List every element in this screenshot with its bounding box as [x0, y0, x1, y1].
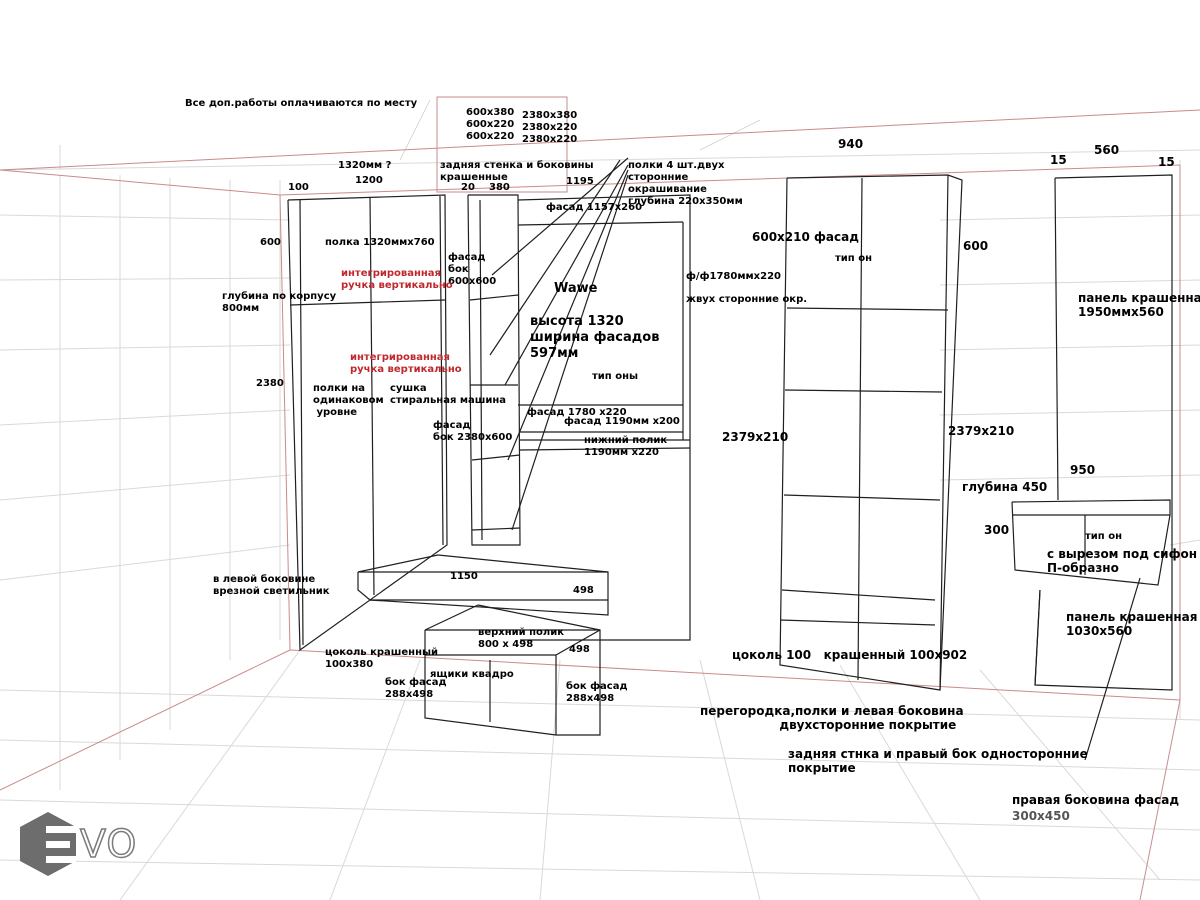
drawers-quadro: ящики квадро	[430, 669, 514, 680]
facade-1190: фасад 1190мм х200	[564, 416, 680, 427]
shelves-note: полки 4 шт.двух сторонние окрашивание гл…	[628, 160, 743, 207]
facade-side-600: фасад бок 600х600	[448, 252, 497, 287]
dim-1150: 1150	[450, 571, 478, 582]
dim-300x450: 300х450	[1012, 809, 1070, 823]
dim-100-top: 100	[288, 182, 309, 193]
plinth-100: цоколь 100 крашенный 100х902	[732, 648, 968, 662]
dim-1200: 1200	[355, 175, 383, 186]
evo-logo-mark	[20, 812, 76, 876]
dim-20: 20	[461, 182, 475, 193]
dim-600-left: 600	[260, 237, 281, 248]
room-grid	[0, 99, 1200, 900]
dryer-washer: сушка стиральная машина	[390, 383, 507, 406]
payment-note: Все доп.работы оплачиваются по месту	[185, 98, 418, 109]
two-side-ok: жвух сторонние окр.	[686, 294, 808, 305]
room-outline	[0, 96, 1200, 900]
handle-vertical-2: интегрированная ручка вертикально	[350, 352, 462, 375]
right-side-facade: правая боковина фасад	[1012, 793, 1180, 807]
dim-15-b: 15	[1158, 155, 1175, 169]
dim-1195: 1195	[566, 176, 594, 187]
facade-side-2380: фасад бок 2380х600	[433, 420, 513, 443]
depth-body: глубина по корпусу 800мм	[222, 291, 337, 314]
panel-1950: панель крашенная 1950ммх560	[1078, 291, 1200, 319]
evo-logo: VO	[20, 810, 160, 880]
dim-498-b: 498	[569, 644, 590, 655]
lower-shelf: нижний полик 1190мм х220	[584, 435, 668, 458]
type-on-2: тип он	[1085, 531, 1122, 542]
dim-940: 940	[838, 137, 864, 151]
type-on-1: тип он	[835, 253, 872, 264]
box-sizes-right: 2380x380 2380x220 2380x220	[522, 110, 578, 145]
shelf-1320: полка 1320ммх760	[325, 237, 435, 248]
dim-15-a: 15	[1050, 153, 1067, 167]
facade-1780: фасад 1780 х220	[527, 407, 627, 418]
dim-2380: 2380	[256, 378, 284, 389]
panel-1030: панель крашенная 1030х560	[1066, 610, 1198, 638]
depth-450: глубина 450	[962, 480, 1048, 494]
dim-2379-left: 2379х210	[722, 430, 789, 444]
siphon-cut: с вырезом под сифон П-образно	[1047, 547, 1198, 575]
partition-note: перегородка,полки и левая боковина двухс…	[700, 704, 964, 732]
facade-600x210: 600х210 фасад	[752, 230, 859, 244]
dim-498-a: 498	[573, 585, 594, 596]
dim-380: 380	[489, 182, 510, 193]
left-side-lamp: в левой боковине врезной светильник	[213, 574, 330, 597]
plinth-painted: цоколь крашенный 100х380	[325, 647, 439, 670]
back-wall-painted: задняя стенка и боковины крашенные	[440, 160, 594, 183]
side-facade-right: бок фасад 288х498	[566, 681, 628, 704]
facade-1157: фасад 1157х260	[546, 202, 643, 213]
dim-300: 300	[984, 523, 1010, 537]
box-sizes-left: 600x380 600x220 600x220	[466, 107, 515, 142]
wawe-label: Wawe	[554, 281, 598, 296]
shelves-same-level: полки на одинаковом уровне	[313, 383, 384, 418]
handle-vertical-1: интегрированная ручка вертикально	[341, 268, 453, 291]
ff-1780: ф/ф1780ммх220	[686, 271, 781, 282]
dim-560: 560	[1094, 143, 1120, 157]
type-ony: тип оны	[592, 371, 639, 382]
dim-950: 950	[1070, 463, 1096, 477]
dim-2379-right: 2379х210	[948, 424, 1015, 438]
furniture	[287, 157, 1173, 761]
back-wall-note: задняя стнка и правый бок односторонние …	[788, 747, 1088, 775]
dim-1320-question: 1320мм ?	[338, 160, 392, 171]
side-facade-left: бок фасад 288х498	[385, 677, 447, 700]
dim-600-right: 600	[963, 239, 989, 253]
height-1320: высота 1320 ширина фасадов 597мм	[530, 314, 660, 361]
evo-logo-text: VO	[79, 821, 138, 867]
upper-shelf: верхний полик 800 х 498	[478, 627, 565, 650]
